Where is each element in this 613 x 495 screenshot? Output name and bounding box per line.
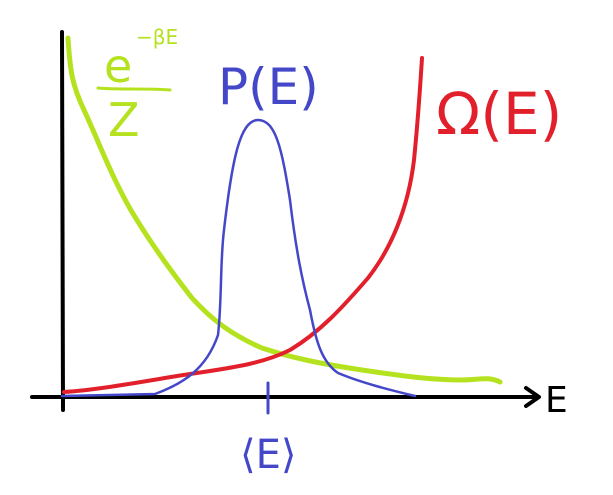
boltzmann-label-fraction-bar — [96, 86, 172, 92]
probability-curve — [60, 118, 417, 398]
y-axis — [60, 30, 65, 412]
density-of-states-curve — [62, 56, 424, 394]
x-axis-arrowhead — [524, 386, 541, 408]
boltzmann-label-denominator: Z — [108, 93, 140, 147]
boltzmann-label-exponent: −βE — [136, 25, 178, 49]
probability-label: P(E) — [218, 58, 319, 116]
x-axis-label: E — [545, 380, 568, 421]
density-of-states-label: Ω(E) — [436, 80, 562, 148]
boltzmann-label-numerator: e — [104, 39, 132, 93]
mean-energy-label: ⟨E⟩ — [240, 432, 296, 478]
